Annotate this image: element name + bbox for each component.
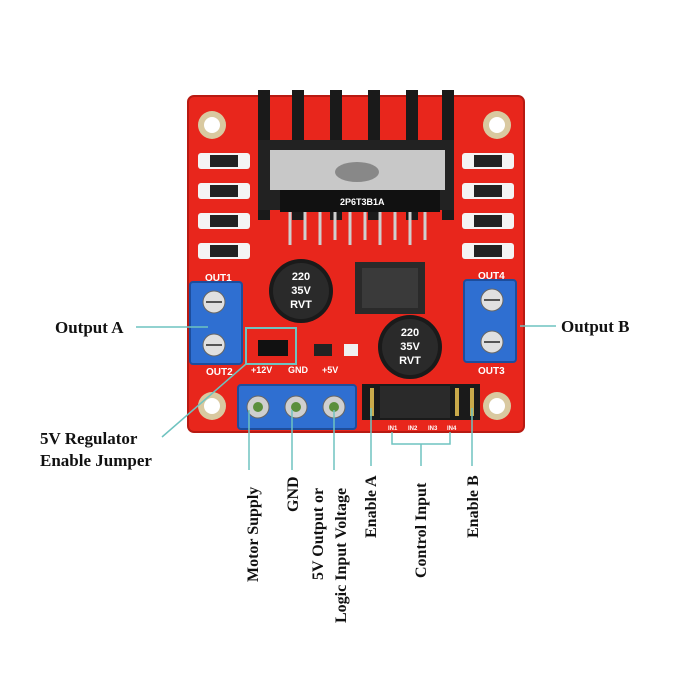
chip-marking: 2P6T3B1A: [340, 197, 385, 207]
capacitor-right: 220 35V RVT: [378, 315, 442, 379]
regulator-jumper: [245, 327, 358, 365]
silk-12v: +12V: [251, 365, 272, 375]
label-motor-supply: Motor Supply: [245, 487, 262, 582]
cap-left-line3: RVT: [290, 299, 312, 311]
heatsink: [258, 90, 454, 220]
label-regulator-jumper-line2: Enable Jumper: [40, 451, 152, 470]
silk-out3: OUT3: [478, 366, 505, 377]
power-terminal: [237, 384, 357, 430]
label-5v-line2: Logic Input Voltage: [333, 488, 350, 623]
leader-lines: [136, 325, 556, 470]
label-5v-line1: 5V Output or: [310, 488, 327, 580]
label-enable-a: Enable A: [363, 475, 380, 538]
voltage-regulator: [355, 262, 425, 314]
label-output-a: Output A: [55, 318, 124, 337]
output-a-terminal: [189, 281, 243, 365]
silk-out2: OUT2: [206, 367, 233, 378]
cap-left-line1: 220: [292, 271, 310, 283]
cap-right-line3: RVT: [399, 355, 421, 367]
capacitor-left: 220 35V RVT: [269, 259, 333, 323]
silk-in2: IN2: [408, 426, 418, 432]
driver-chip-pins: 2P6T3B1A: [280, 190, 440, 245]
control-header: [362, 384, 480, 420]
silk-gnd: GND: [288, 365, 309, 375]
silk-in1: IN1: [388, 426, 398, 432]
diodes-right: [462, 153, 514, 259]
diodes-left: [198, 153, 250, 259]
silk-out1: OUT1: [205, 273, 232, 284]
silk-in4: IN4: [447, 426, 457, 432]
cap-right-line2: 35V: [400, 341, 420, 353]
label-regulator-jumper-line1: 5V Regulator: [40, 429, 138, 448]
silk-5v: +5V: [322, 365, 338, 375]
silk-in3: IN3: [428, 426, 438, 432]
output-b-terminal: [463, 279, 517, 363]
cap-left-line2: 35V: [291, 285, 311, 297]
label-gnd: GND: [285, 476, 302, 512]
label-enable-b: Enable B: [465, 475, 482, 538]
label-output-b: Output B: [561, 317, 630, 336]
silk-out4: OUT4: [478, 271, 505, 282]
label-control-input: Control Input: [413, 482, 430, 578]
cap-right-line1: 220: [401, 327, 419, 339]
